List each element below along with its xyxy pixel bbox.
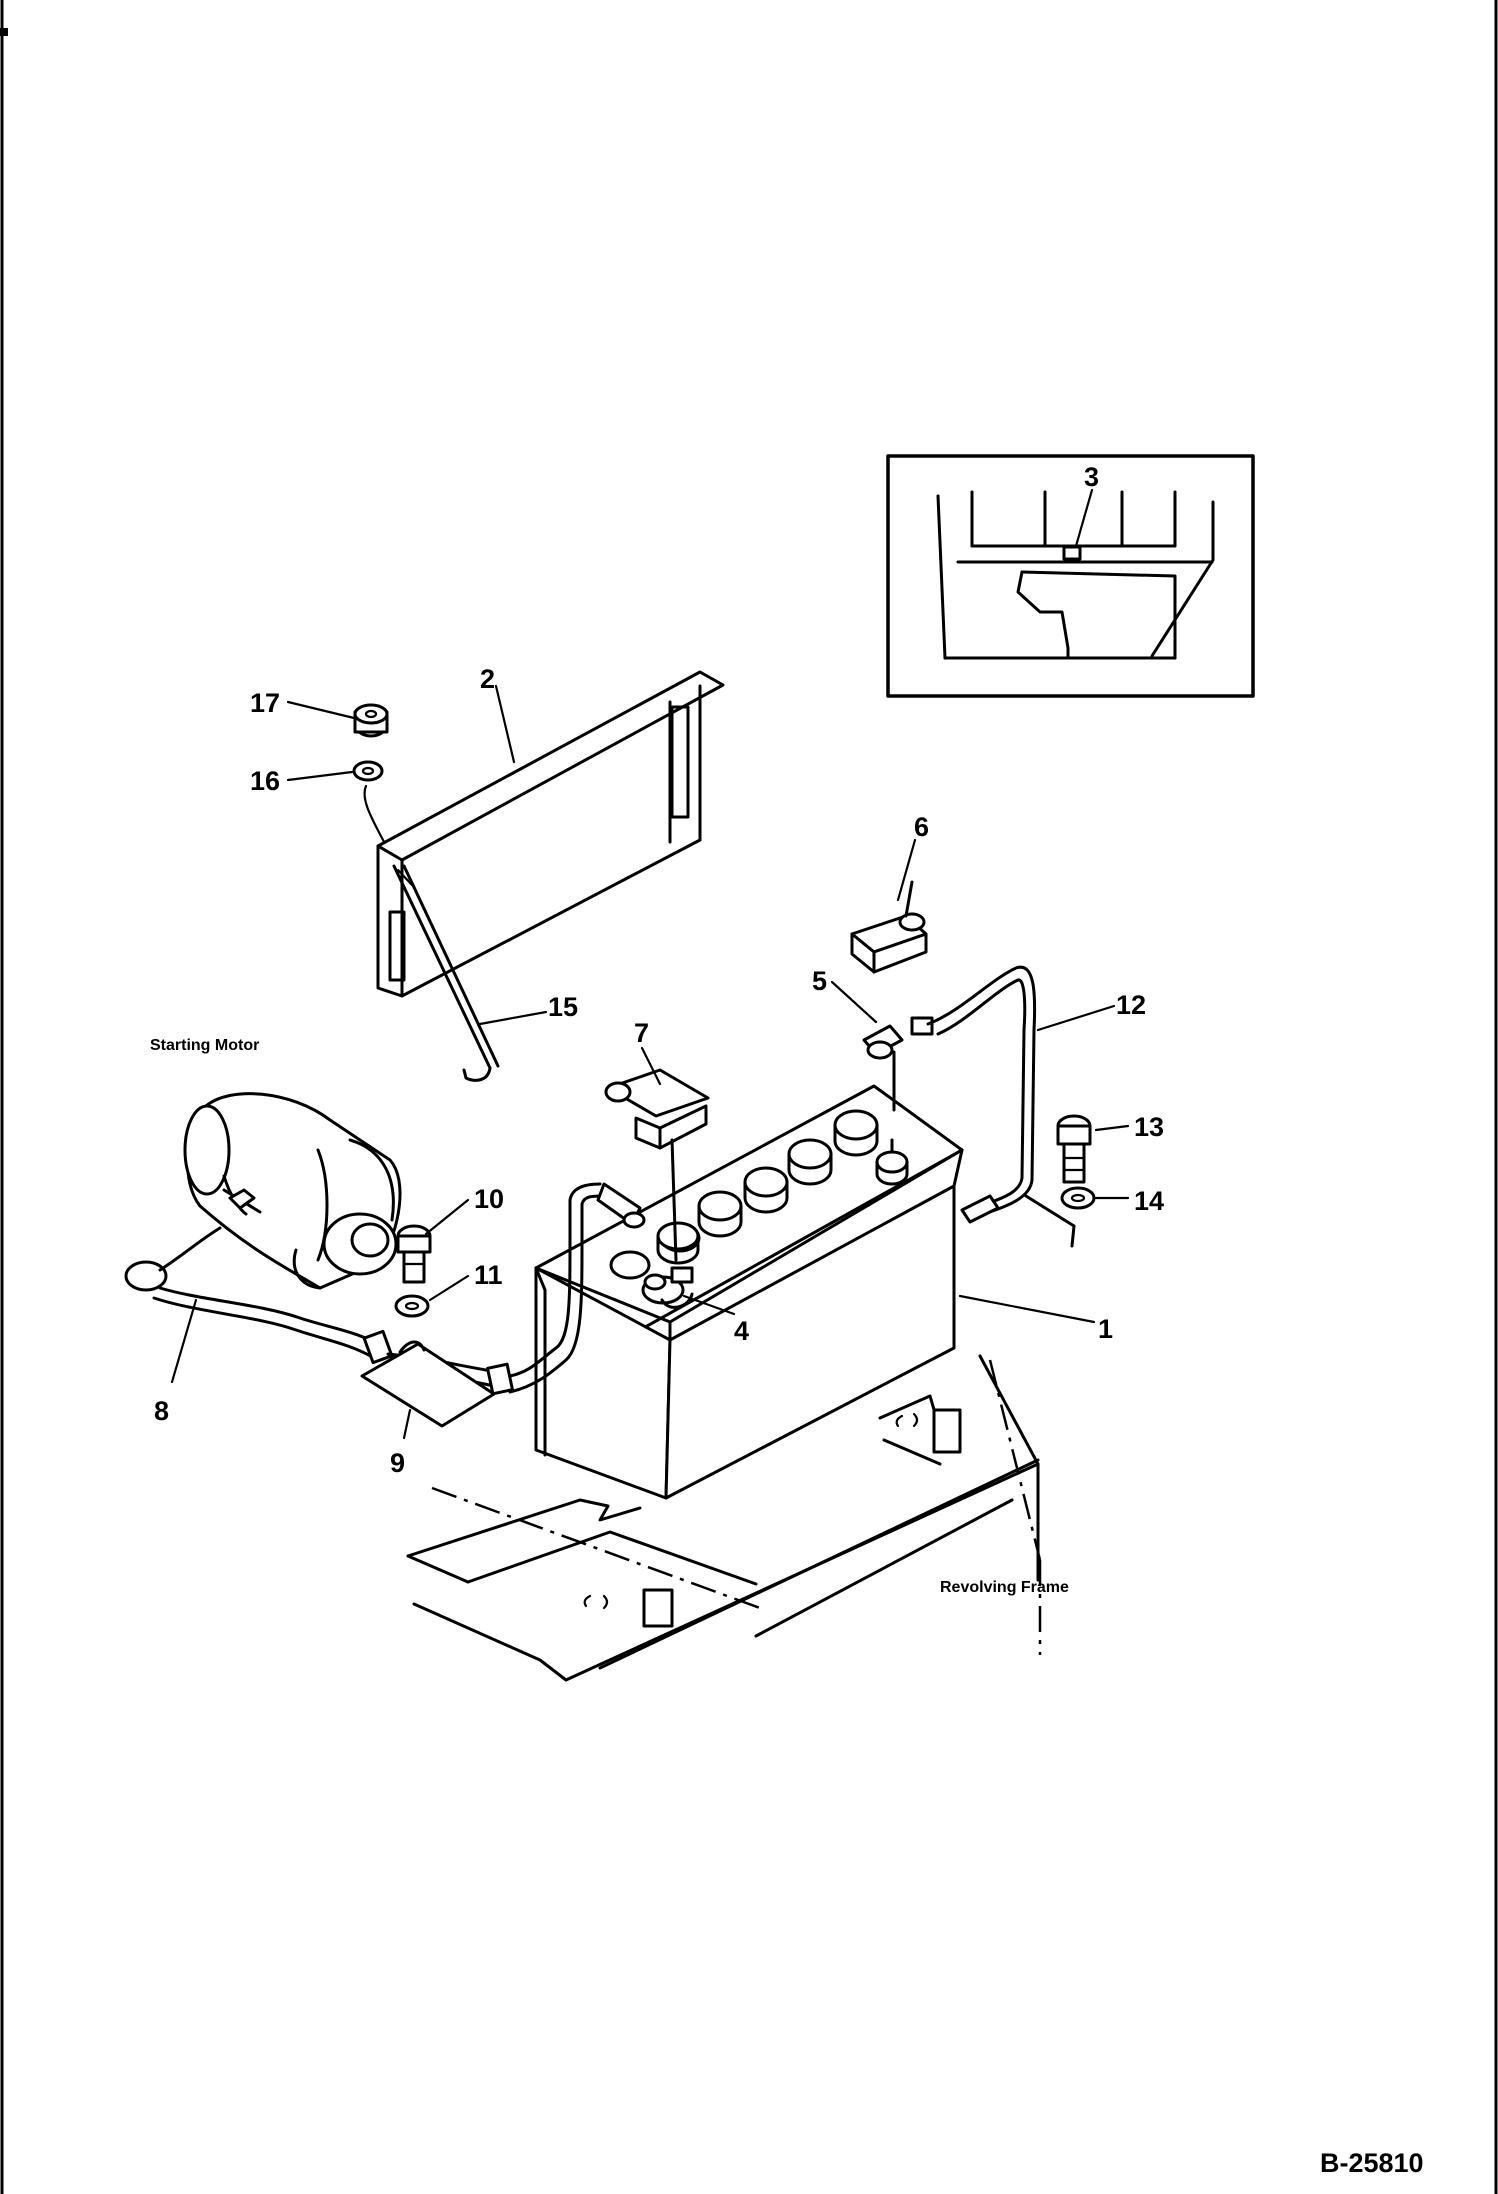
- bolt-and-washer-10-11: [394, 1224, 432, 1318]
- terminal-clamp-positive: [862, 1016, 934, 1112]
- callout-15: 15: [548, 992, 578, 1022]
- battery-vent-caps: [609, 1109, 879, 1280]
- callout-2: 2: [480, 664, 495, 694]
- terminal-cover-7: [604, 1068, 710, 1262]
- callout-3: 3: [1084, 462, 1099, 492]
- callout-numbers: 1 2 3 4 5 6 7 8 9 10 11 12 13 14 15 16 1…: [154, 462, 1164, 1478]
- callout-5: 5: [812, 966, 827, 996]
- callout-17: 17: [250, 688, 280, 718]
- callout-4: 4: [734, 1316, 749, 1346]
- callout-1: 1: [1098, 1314, 1113, 1344]
- terminal-clamp-negative: [641, 1266, 694, 1309]
- callout-13: 13: [1134, 1112, 1164, 1142]
- revolving-frame-label: Revolving Frame: [940, 1579, 1069, 1596]
- callout-10: 10: [474, 1184, 504, 1214]
- callout-11: 11: [474, 1260, 503, 1290]
- battery-cable-12: [926, 965, 1076, 1248]
- callout-12: 12: [1116, 990, 1146, 1020]
- callout-8: 8: [154, 1396, 169, 1426]
- leader-lines: [170, 684, 1130, 1440]
- battery-cover: [376, 670, 725, 998]
- starting-motor-label: Starting Motor: [150, 1037, 259, 1054]
- starting-motor: [183, 1092, 402, 1290]
- revolving-frame: [406, 1354, 1042, 1682]
- nut-and-washer: [352, 703, 389, 844]
- terminal-cover-6: [850, 880, 928, 974]
- drawing-code: B-25810: [1320, 2148, 1424, 2178]
- callout-9: 9: [390, 1448, 405, 1478]
- battery: [534, 1084, 964, 1500]
- cable-clip-9: [360, 1340, 496, 1428]
- callout-14: 14: [1134, 1186, 1164, 1216]
- detail-inset: [886, 454, 1255, 698]
- bolt-and-washer-13-14: [1056, 1114, 1096, 1210]
- hook-rod: [392, 864, 500, 1082]
- motor-cable-8: [124, 1182, 646, 1396]
- callout-6: 6: [914, 812, 929, 842]
- callout-16: 16: [250, 766, 280, 796]
- callout-7: 7: [634, 1018, 649, 1048]
